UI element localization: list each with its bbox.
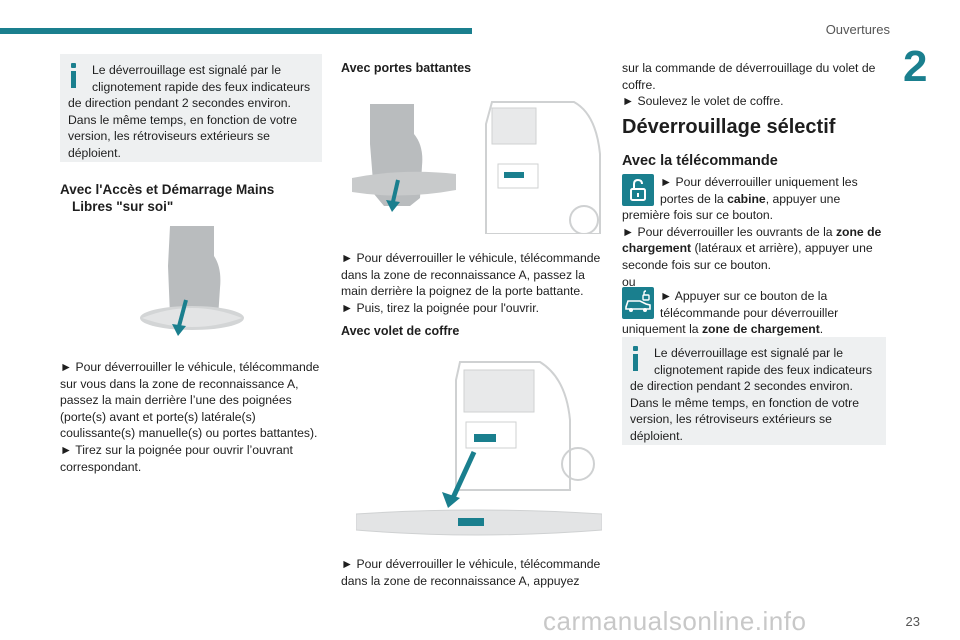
swing-door-illustration: [352, 101, 601, 234]
down-arrow-icon: [176, 299, 188, 331]
col3-cargo-body: ► Appuyer sur ce bouton de la télécomman…: [622, 289, 839, 337]
unlock-icon: [622, 174, 654, 206]
tailgate-illustration: [356, 361, 602, 536]
section-title: Ouvertures: [825, 22, 890, 37]
watermark: carmanualsonline.info: [543, 606, 807, 636]
col2-body2: ► Pour déverrouiller le véhicule, téléco…: [341, 557, 601, 588]
col1-body: ► Pour déverrouiller le véhicule, téléco…: [60, 360, 320, 474]
col2-body1: ► Pour déverrouiller le véhicule, téléco…: [341, 251, 601, 315]
heading-hands-free: Avec l'Accès et Démarrage Mains Libres "…: [60, 182, 275, 214]
heading-tailgate: Avec volet de coffre: [341, 324, 460, 338]
handle-illustration-hands-free: [140, 226, 244, 336]
van-unlock-icon: [622, 287, 654, 319]
info-line: de direction pendant 2 secondes environ.: [68, 96, 291, 111]
heading-with-remote: Avec la télécommande: [622, 153, 778, 169]
heading-swing-doors: Avec portes battantes: [341, 61, 472, 75]
header-accent-bar: [0, 28, 472, 34]
col3-selective-body: ► Pour déverrouiller uniquement les port…: [622, 175, 882, 289]
info-icon: [68, 63, 80, 89]
info-icon: [630, 346, 642, 372]
info-line: Le déverrouillage est signalé par le: [92, 63, 282, 77]
info-line: version, les rétroviseurs extérieurs se: [68, 129, 270, 144]
col3-continuation: sur la commande de déverrouillage du vol…: [622, 61, 876, 109]
info-line: clignotement rapide des feux indicateurs: [92, 79, 311, 94]
page-number: 23: [905, 614, 920, 629]
info-box-2: Le déverrouillage est signalé par le cli…: [622, 337, 886, 445]
info-box-1: Le déverrouillage est signalé par le cli…: [60, 54, 322, 162]
info-line: déploient.: [68, 145, 121, 160]
info-line: Dans le même temps, en fonction de votre: [68, 112, 297, 127]
chapter-number: 2: [903, 42, 928, 91]
heading-selective-unlocking: Déverrouillage sélectif: [622, 116, 836, 138]
